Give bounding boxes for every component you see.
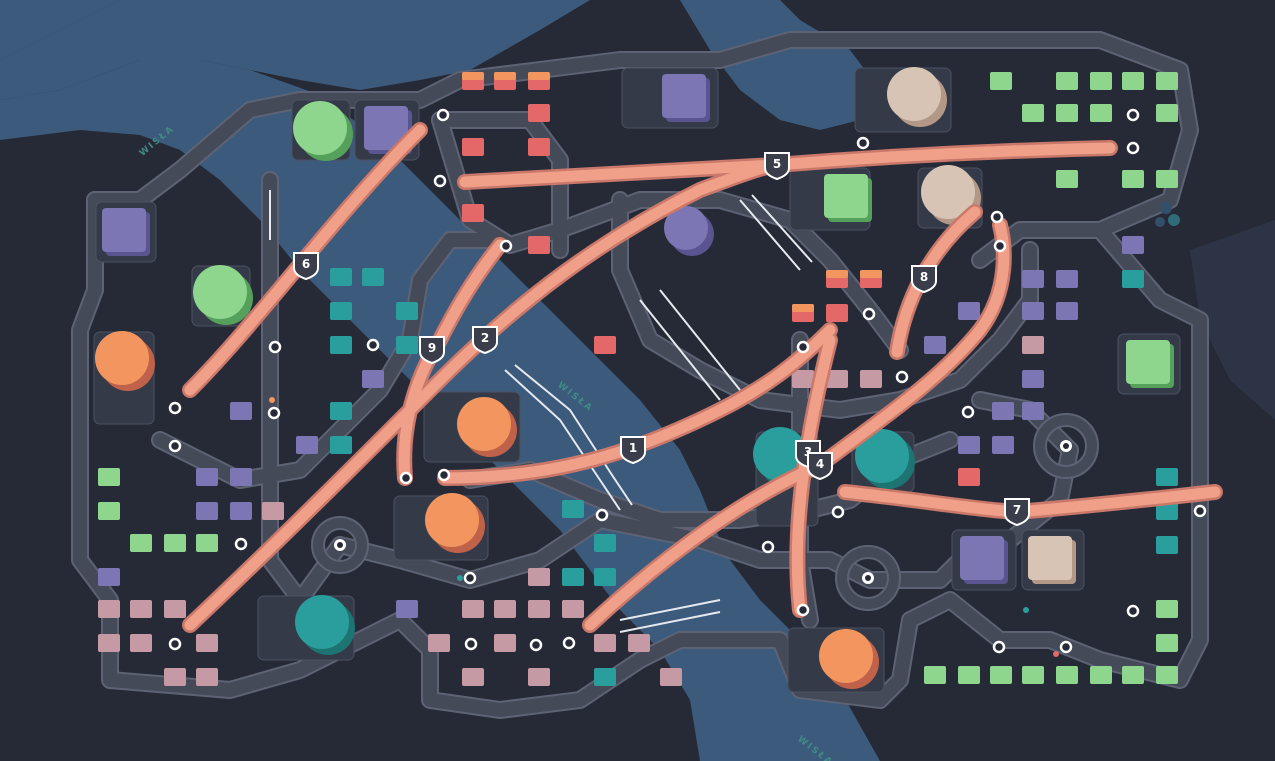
house-orange-circle-4	[787, 627, 885, 693]
motorway-number: 1	[629, 441, 637, 455]
motorway-shield-4[interactable]: 4	[807, 452, 833, 481]
houses	[93, 67, 1181, 693]
motorway-shield-5[interactable]: 5	[764, 152, 790, 181]
motorway-shield-7[interactable]: 7	[1004, 498, 1030, 527]
house-green-square-2	[1117, 333, 1181, 395]
motorway-number: 7	[1013, 503, 1021, 517]
house-green-circle-2	[191, 265, 253, 327]
motorway-shield-2[interactable]: 2	[472, 326, 498, 355]
motorway-number: 6	[302, 257, 310, 271]
house-purple-square-3	[621, 67, 719, 129]
motorway-shield-8[interactable]: 8	[911, 265, 937, 294]
house-purple-circle-1	[664, 206, 714, 256]
house-green-square-1	[789, 167, 872, 231]
house-orange-circle-3	[393, 493, 489, 561]
house-beige-circle-1	[854, 67, 952, 133]
motorway-number: 5	[773, 157, 781, 171]
decor-dots	[269, 202, 1180, 657]
motorway-number: 8	[920, 270, 928, 284]
house-teal-circle-2	[851, 429, 915, 493]
house-beige-square-1	[1021, 529, 1085, 591]
house-purple-square-2	[95, 201, 157, 263]
bridges	[269, 190, 813, 633]
motorway-number: 4	[816, 457, 824, 471]
roundabouts	[334, 440, 1072, 584]
house-orange-circle-2	[423, 391, 521, 463]
shops	[98, 72, 1178, 686]
motorway-number: 2	[481, 331, 489, 345]
junctions	[168, 108, 1207, 654]
house-orange-circle-1	[93, 331, 155, 425]
house-purple-square-4	[951, 529, 1017, 591]
motorway-number: 9	[428, 341, 436, 355]
house-green-circle-1	[291, 99, 353, 161]
house-teal-circle-3	[257, 595, 355, 661]
motorway-shield-6[interactable]: 6	[293, 252, 319, 281]
motorway-shields: 1 2 3 4 5 6 7 8	[293, 152, 1030, 527]
motorway-shield-9[interactable]: 9	[419, 336, 445, 365]
motorway-shield-1[interactable]: 1	[620, 436, 646, 465]
